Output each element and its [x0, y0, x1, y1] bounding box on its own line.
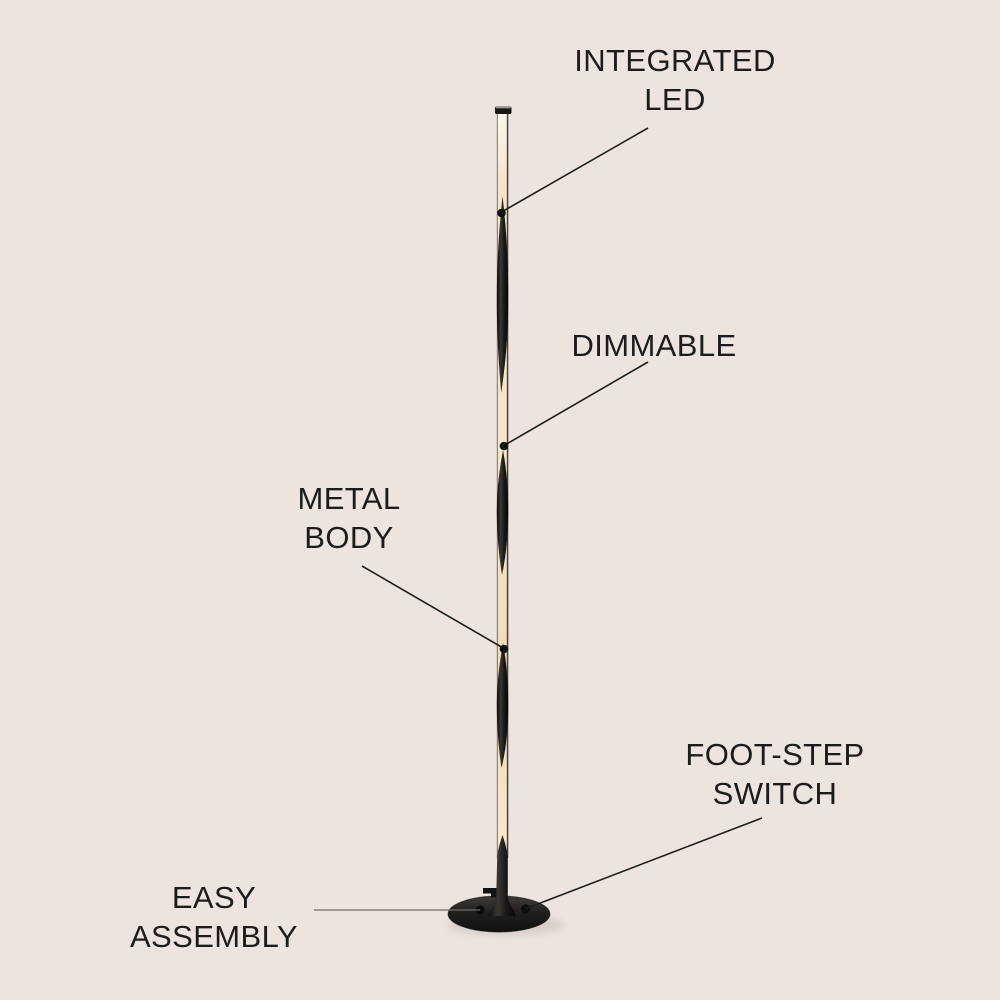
pole-left-edge — [496, 114, 498, 858]
lamp-top-cap-highlight — [495, 106, 511, 109]
pole-right-edge — [506, 114, 509, 858]
callout-line: EASY — [171, 880, 257, 915]
callout-dot-integrated-led — [497, 208, 506, 218]
callout-dimmable: DIMMABLE — [571, 327, 736, 366]
callout-line: INTEGRATED — [574, 43, 776, 78]
callout-line: METAL — [297, 481, 401, 516]
callout-foot-step-switch: FOOT-STEP SWITCH — [685, 736, 864, 813]
leader-line-foot-step-switch — [525, 817, 763, 910]
foot-step-switch — [483, 888, 497, 898]
callout-metal-body: METAL BODY — [297, 480, 400, 557]
base-screw-right — [520, 904, 531, 914]
callout-dot-metal-body — [499, 644, 509, 654]
leader-line-dimmable — [503, 361, 649, 447]
callout-line: BODY — [304, 519, 394, 555]
leader-line-integrated-led — [501, 127, 649, 213]
callout-line: FOOT-STEP — [685, 737, 865, 772]
callout-line: SWITCH — [712, 775, 838, 811]
callout-easy-assembly: EASY ASSEMBLY — [130, 879, 298, 956]
metal-twist-middle — [496, 450, 509, 575]
metal-twist-lower — [496, 643, 509, 768]
callout-line: DIMMABLE — [571, 328, 737, 363]
callout-dot-dimmable — [499, 441, 509, 451]
callout-line: LED — [644, 81, 706, 117]
metal-twist-upper — [496, 196, 509, 393]
leader-line-metal-body — [361, 565, 505, 650]
callout-line: ASSEMBLY — [129, 918, 299, 954]
callout-integrated-led: INTEGRATED LED — [574, 42, 776, 119]
lamp-stem-cone — [488, 835, 516, 916]
